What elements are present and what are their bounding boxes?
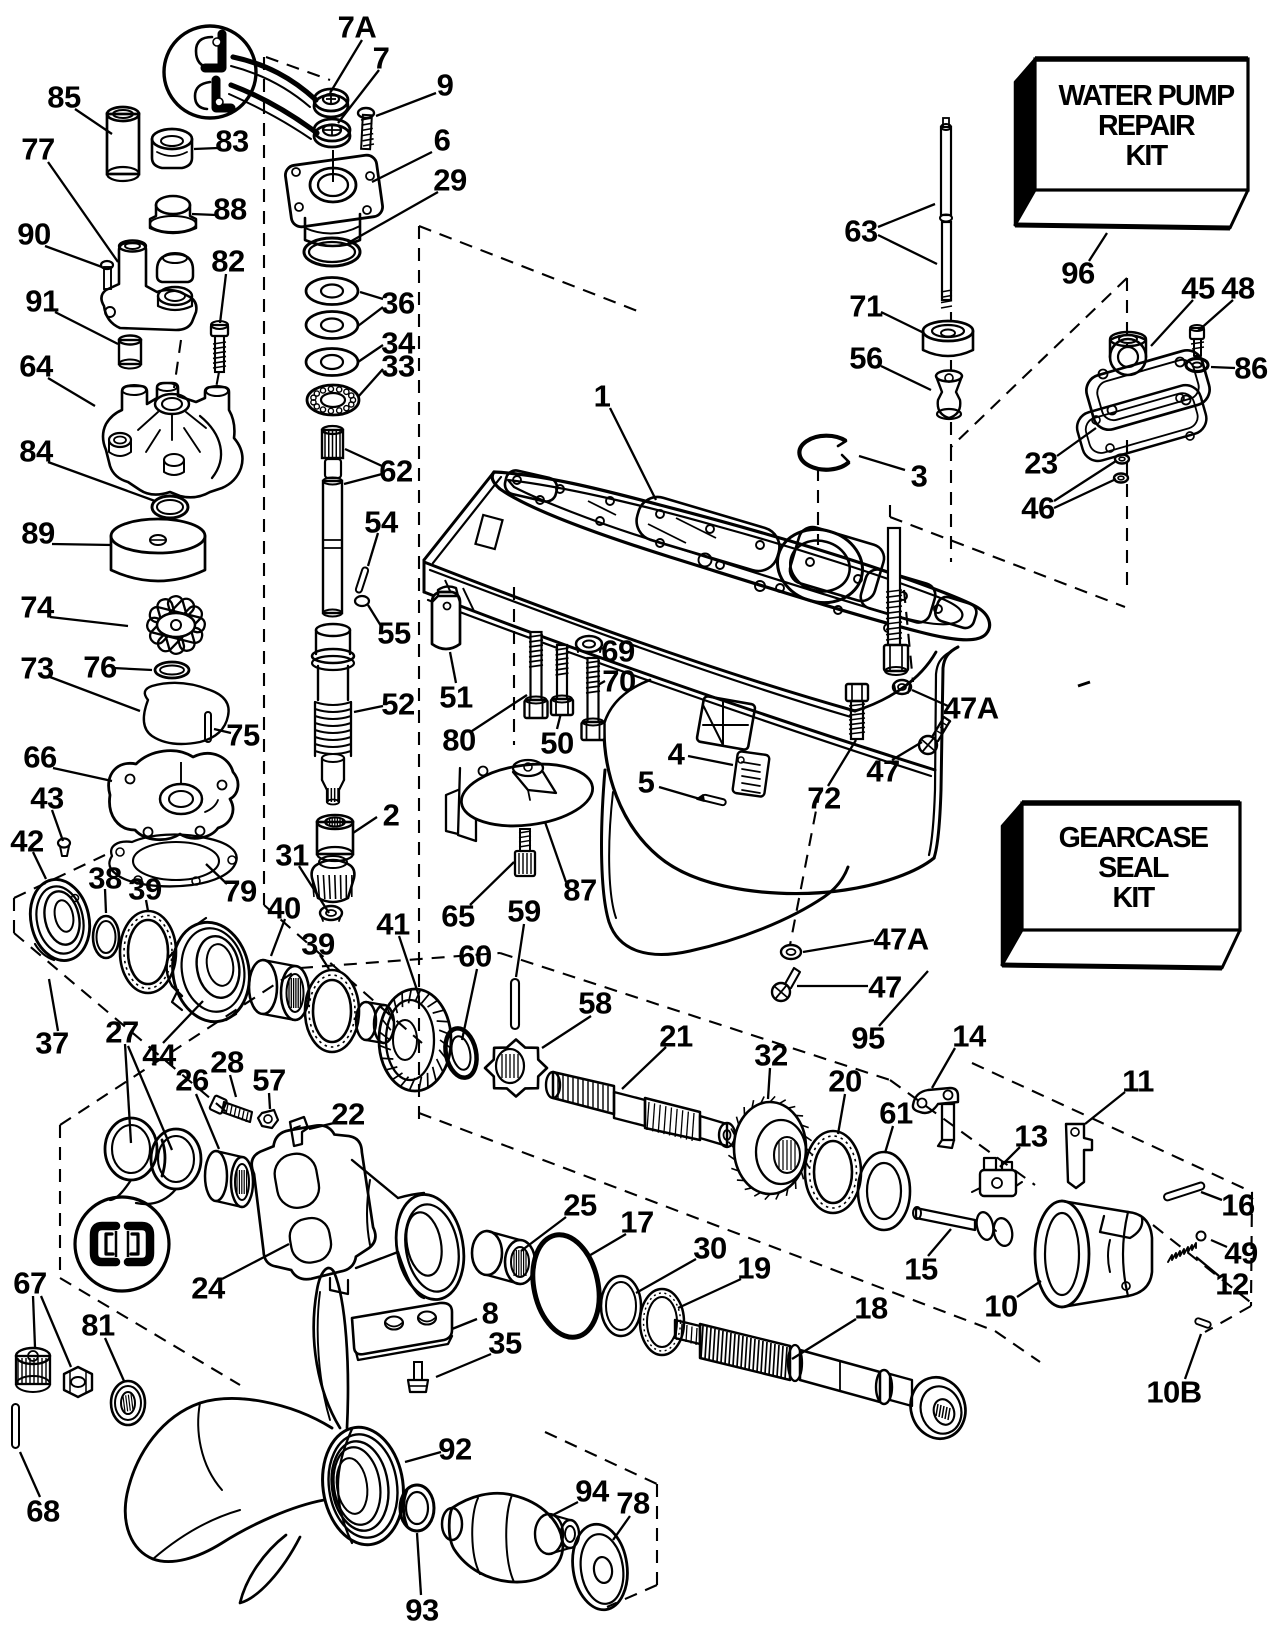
svg-text:71: 71 (849, 289, 883, 324)
svg-text:15: 15 (904, 1252, 938, 1287)
svg-text:8: 8 (482, 1296, 499, 1331)
svg-text:47A: 47A (873, 922, 928, 957)
svg-text:88: 88 (213, 192, 247, 227)
svg-text:86: 86 (1234, 351, 1268, 386)
svg-text:23: 23 (1024, 446, 1058, 481)
svg-text:17: 17 (620, 1205, 653, 1240)
svg-text:22: 22 (331, 1097, 364, 1132)
svg-text:GEARCASE: GEARCASE (1059, 822, 1208, 854)
svg-text:66: 66 (23, 740, 57, 775)
svg-text:WATER PUMP: WATER PUMP (1058, 80, 1235, 112)
svg-text:72: 72 (807, 781, 840, 816)
svg-text:37: 37 (35, 1026, 68, 1061)
svg-text:52: 52 (381, 687, 414, 722)
svg-text:3: 3 (911, 459, 928, 494)
svg-text:33: 33 (381, 349, 415, 384)
svg-text:55: 55 (377, 616, 411, 651)
svg-text:16: 16 (1221, 1188, 1255, 1223)
svg-text:73: 73 (20, 651, 54, 686)
svg-text:59: 59 (507, 894, 541, 929)
svg-text:94: 94 (575, 1474, 610, 1509)
svg-text:91: 91 (25, 284, 59, 319)
svg-text:63: 63 (844, 214, 878, 249)
svg-text:69: 69 (601, 634, 635, 669)
svg-text:KIT: KIT (1112, 882, 1155, 914)
svg-text:93: 93 (405, 1593, 439, 1628)
svg-text:45: 45 (1181, 271, 1215, 306)
svg-text:82: 82 (211, 244, 244, 279)
svg-text:25: 25 (563, 1188, 597, 1223)
svg-text:58: 58 (578, 986, 612, 1021)
svg-text:REPAIR: REPAIR (1098, 110, 1195, 142)
svg-text:42: 42 (10, 824, 43, 859)
svg-text:78: 78 (616, 1486, 650, 1521)
svg-text:19: 19 (737, 1251, 771, 1286)
svg-text:31: 31 (275, 838, 309, 873)
svg-text:27: 27 (105, 1015, 138, 1050)
svg-text:9: 9 (437, 68, 454, 103)
svg-text:7: 7 (373, 41, 390, 76)
svg-text:50: 50 (540, 726, 573, 761)
svg-text:SEAL: SEAL (1098, 852, 1169, 884)
svg-text:11: 11 (1122, 1064, 1154, 1099)
svg-text:77: 77 (21, 132, 54, 167)
svg-text:43: 43 (30, 781, 64, 816)
svg-text:1: 1 (594, 379, 611, 414)
svg-text:48: 48 (1221, 271, 1255, 306)
svg-text:35: 35 (488, 1326, 522, 1361)
svg-text:47: 47 (868, 970, 901, 1005)
svg-text:KIT: KIT (1125, 140, 1168, 172)
svg-text:49: 49 (1224, 1236, 1258, 1271)
svg-text:5: 5 (638, 765, 655, 800)
svg-text:57: 57 (252, 1063, 285, 1098)
svg-text:18: 18 (854, 1291, 888, 1326)
svg-text:67: 67 (13, 1266, 46, 1301)
svg-text:36: 36 (381, 286, 415, 321)
svg-text:41: 41 (376, 907, 410, 942)
svg-text:87: 87 (563, 873, 596, 908)
svg-text:26: 26 (175, 1063, 209, 1098)
svg-text:89: 89 (21, 516, 55, 551)
svg-text:7A: 7A (338, 10, 377, 45)
svg-text:60: 60 (458, 939, 491, 974)
svg-text:81: 81 (81, 1308, 115, 1343)
svg-text:34: 34 (381, 326, 416, 361)
svg-text:46: 46 (1021, 491, 1055, 526)
svg-text:10: 10 (984, 1289, 1017, 1324)
svg-text:10B: 10B (1146, 1375, 1201, 1410)
svg-text:20: 20 (828, 1064, 861, 1099)
svg-text:32: 32 (754, 1038, 787, 1073)
svg-text:4: 4 (668, 737, 686, 772)
svg-text:24: 24 (191, 1271, 226, 1306)
svg-text:80: 80 (442, 723, 475, 758)
svg-text:47A: 47A (943, 691, 998, 726)
svg-text:70: 70 (602, 664, 635, 699)
svg-text:75: 75 (226, 718, 260, 753)
svg-text:79: 79 (223, 874, 257, 909)
svg-text:28: 28 (210, 1045, 244, 1080)
svg-text:14: 14 (952, 1019, 987, 1054)
svg-text:74: 74 (20, 590, 55, 625)
svg-text:68: 68 (26, 1494, 60, 1529)
svg-text:2: 2 (383, 798, 400, 833)
svg-text:39: 39 (301, 927, 335, 962)
svg-text:56: 56 (849, 341, 883, 376)
svg-text:92: 92 (438, 1432, 471, 1467)
svg-text:30: 30 (693, 1231, 726, 1266)
svg-text:62: 62 (379, 454, 412, 489)
svg-text:6: 6 (434, 123, 451, 158)
svg-text:83: 83 (215, 124, 249, 159)
svg-text:54: 54 (364, 505, 399, 540)
svg-text:61: 61 (879, 1096, 913, 1131)
svg-text:29: 29 (433, 163, 467, 198)
svg-text:12: 12 (1215, 1267, 1248, 1302)
svg-text:44: 44 (142, 1038, 177, 1073)
svg-text:51: 51 (439, 680, 473, 715)
svg-text:76: 76 (83, 650, 117, 685)
